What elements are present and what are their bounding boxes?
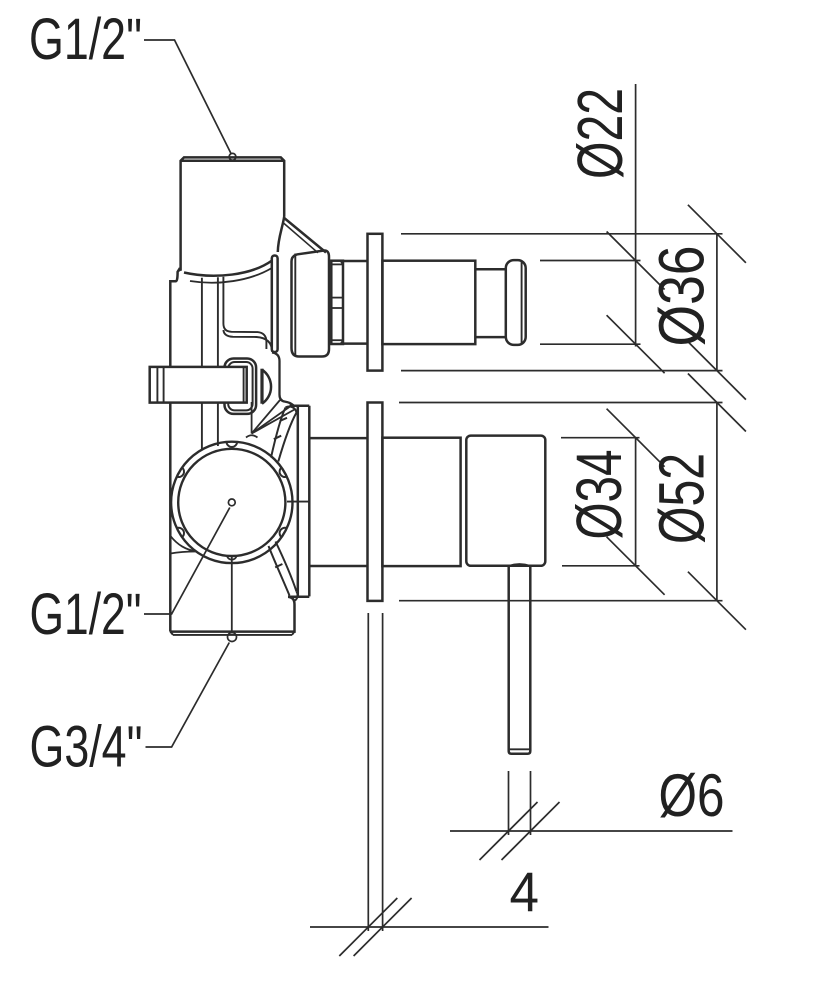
- svg-text:4: 4: [510, 860, 540, 923]
- svg-text:G3/4": G3/4": [30, 715, 143, 780]
- svg-text:Ø34: Ø34: [563, 450, 635, 540]
- svg-text:G1/2": G1/2": [29, 7, 142, 72]
- svg-text:G1/2": G1/2": [30, 582, 142, 647]
- svg-text:Ø52: Ø52: [646, 453, 718, 544]
- svg-text:Ø36: Ø36: [646, 246, 718, 347]
- svg-text:Ø22: Ø22: [564, 88, 636, 179]
- svg-text:Ø6: Ø6: [659, 762, 725, 829]
